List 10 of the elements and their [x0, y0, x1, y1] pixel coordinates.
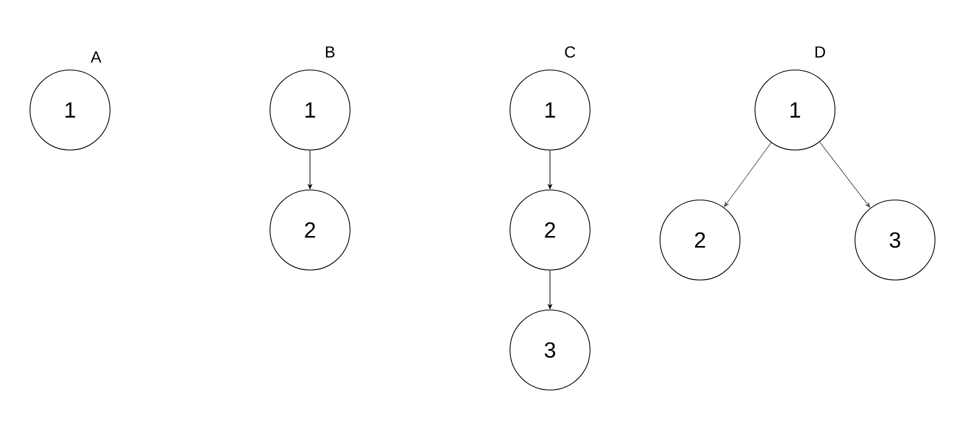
arrow — [819, 142, 870, 208]
circle-node: 1 — [754, 70, 836, 150]
circle-node: 2 — [660, 200, 740, 280]
circle-node: 1 — [510, 70, 590, 150]
circle-node: 1 — [270, 70, 350, 150]
circle-node: 3 — [510, 310, 590, 390]
circle-node: 2 — [510, 190, 590, 270]
circle-node: 3 — [854, 200, 936, 280]
circle-node: 2 — [270, 190, 350, 270]
circle-node: 1 — [30, 70, 110, 150]
